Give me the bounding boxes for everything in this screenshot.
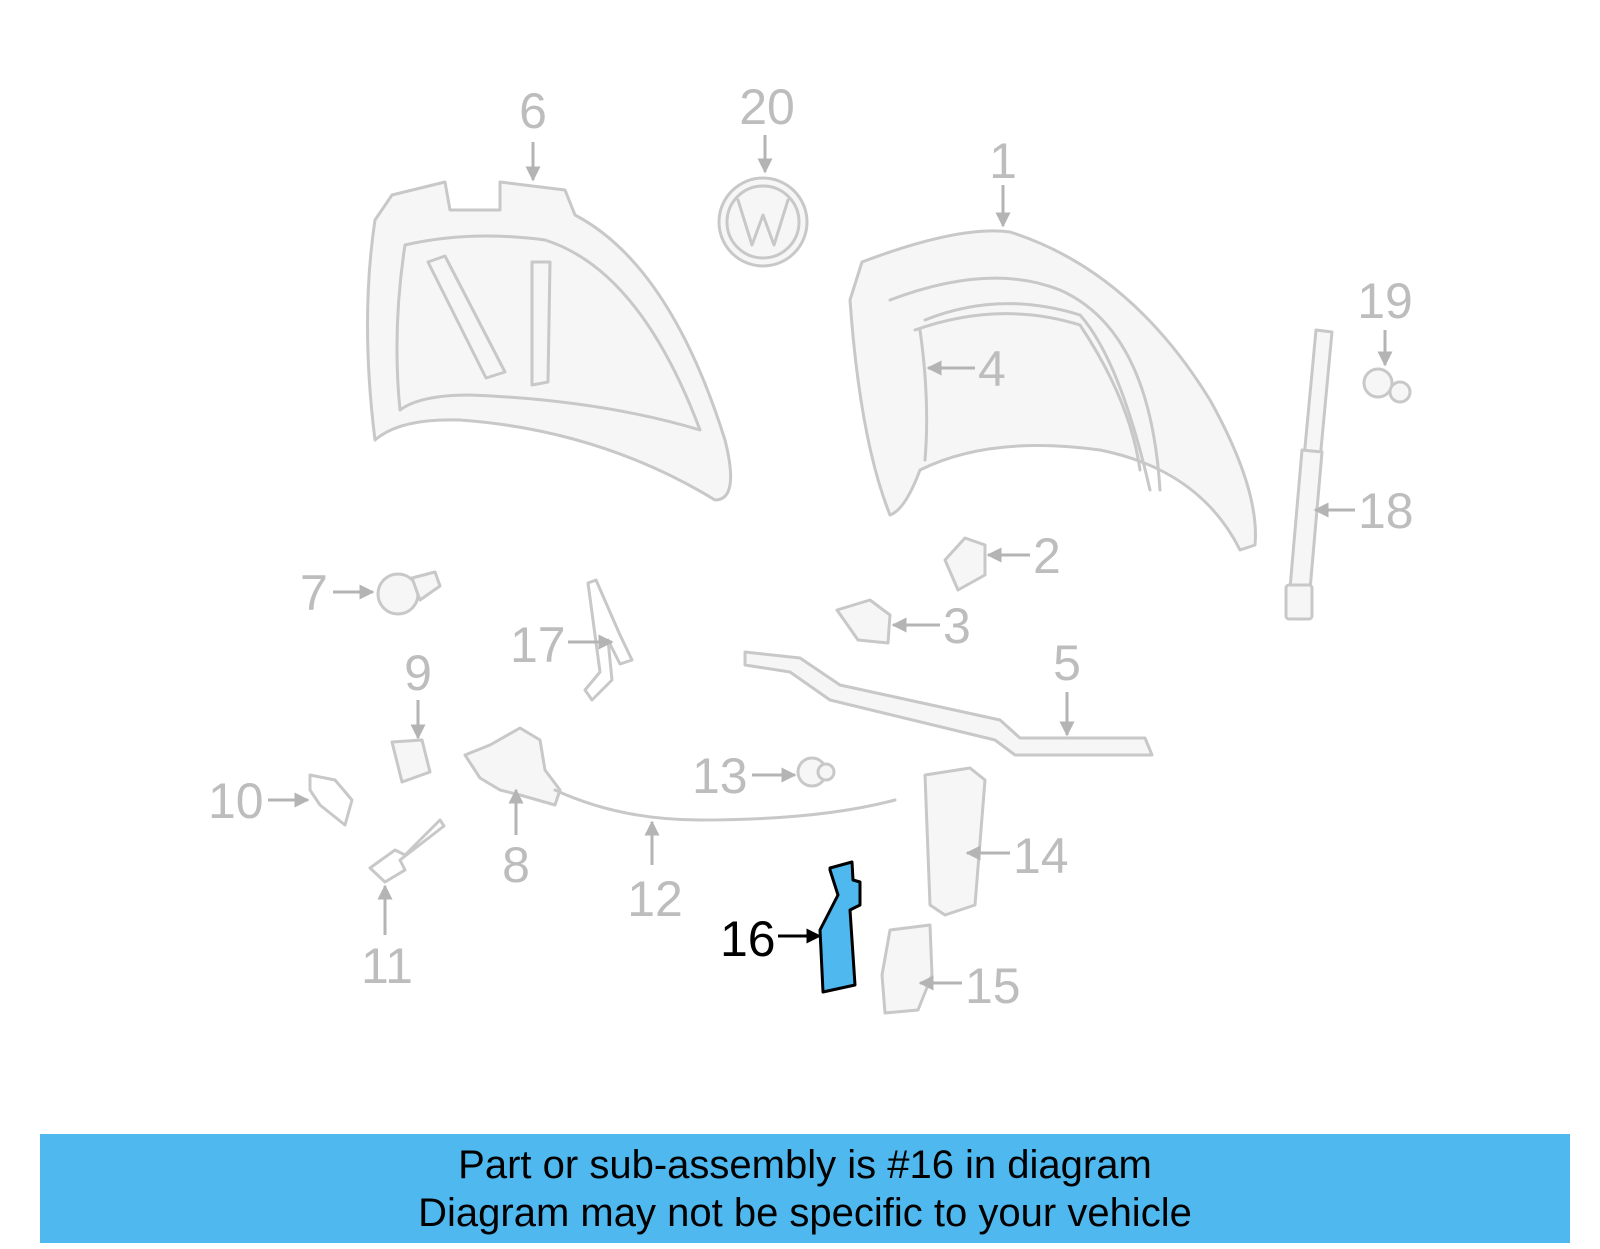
push-pin <box>368 818 446 884</box>
cable-clip <box>796 756 836 788</box>
release-handle <box>923 766 987 917</box>
release-cable <box>553 788 897 822</box>
retainer-clip <box>308 773 354 827</box>
info-banner: Part or sub-assembly is #16 in diagram D… <box>40 1134 1570 1243</box>
callout-18: 18 <box>1358 483 1414 539</box>
gas-strut <box>1284 328 1334 621</box>
hood-latch <box>463 726 562 807</box>
bumper-stop <box>943 536 987 592</box>
banner-line-1: Part or sub-assembly is #16 in diagram <box>458 1142 1152 1187</box>
parts-diagram: 6 20 1 19 4 18 2 3 5 7 17 9 10 13 8 14 1… <box>208 79 1414 1015</box>
callout-4: 4 <box>978 341 1006 397</box>
emblem-badge <box>717 176 809 268</box>
callout-11: 11 <box>361 938 413 994</box>
callout-14: 14 <box>1013 828 1069 884</box>
callout-17: 17 <box>510 617 566 673</box>
callout-19: 19 <box>1357 273 1413 329</box>
hood-outer-panel <box>848 229 1257 552</box>
grommet <box>376 570 442 616</box>
hood-seal <box>918 302 1152 492</box>
highlighted-part-16 <box>818 860 862 994</box>
callout-8: 8 <box>502 837 530 893</box>
callout-12: 12 <box>627 871 683 927</box>
callout-13: 13 <box>692 748 748 804</box>
callout-3: 3 <box>943 598 971 654</box>
callout-10: 10 <box>208 773 264 829</box>
hood-inner-panel <box>366 180 733 502</box>
callout-2: 2 <box>1033 528 1061 584</box>
callout-5: 5 <box>1053 635 1081 691</box>
callout-7: 7 <box>300 565 328 621</box>
callout-20: 20 <box>739 79 795 135</box>
callout-15: 15 <box>965 958 1021 1014</box>
handle-bracket <box>880 923 934 1015</box>
strut-clip <box>1362 367 1412 404</box>
callout-9: 9 <box>404 645 432 701</box>
callout-1: 1 <box>989 133 1017 189</box>
callout-16: 16 <box>720 911 776 967</box>
hood-prop-bracket <box>583 578 634 702</box>
hood-support-strip <box>743 650 1154 757</box>
callout-6: 6 <box>519 83 547 139</box>
hood-bracket <box>835 598 892 645</box>
banner-line-2: Diagram may not be specific to your vehi… <box>418 1190 1192 1235</box>
clip-nut <box>390 738 432 784</box>
